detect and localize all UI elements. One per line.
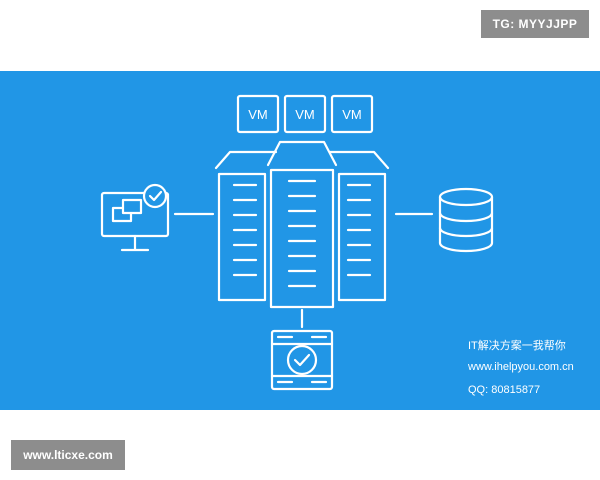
server-rack-center — [266, 140, 338, 309]
watermark-site: www.ihelpyou.com.cn — [468, 361, 574, 373]
watermark-badge-top: TG: MYYJJPP — [481, 10, 589, 38]
vm-label: VM — [295, 107, 315, 122]
vm-box — [330, 94, 374, 134]
watermark-qq: QQ: 80815877 — [468, 384, 541, 396]
watermark-badge-bottom: www.lticxe.com — [11, 440, 125, 470]
vm-label: VM — [248, 107, 268, 122]
database-icon — [438, 187, 494, 253]
vm-box — [283, 94, 327, 134]
verified-server-icon — [270, 329, 334, 391]
watermark-brand: IT解决方案一我帮你 — [468, 340, 566, 352]
vm-box — [236, 94, 280, 134]
server-rack-right — [328, 150, 390, 302]
monitor-icon — [100, 183, 170, 252]
server-rack-left — [214, 150, 278, 302]
vm-label: VM — [342, 107, 362, 122]
